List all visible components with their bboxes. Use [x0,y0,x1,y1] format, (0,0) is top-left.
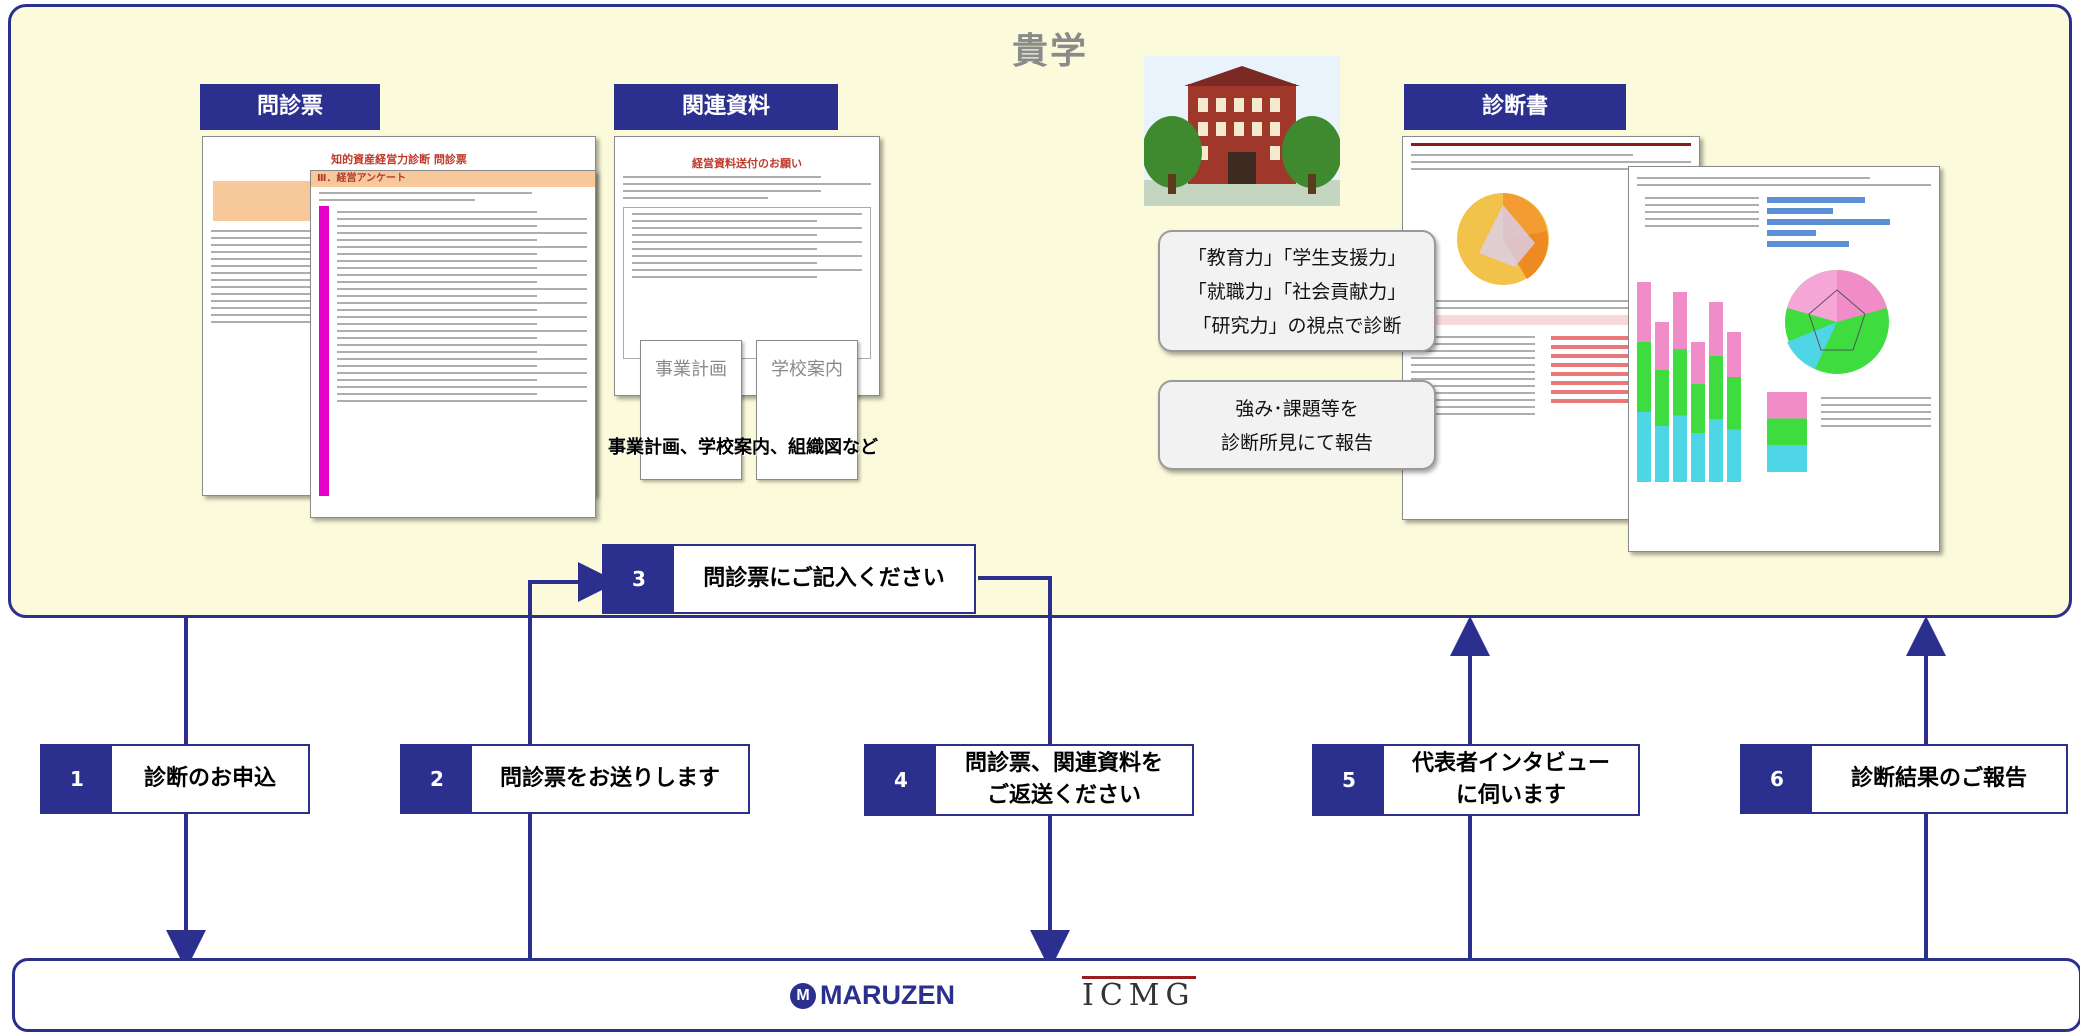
step-1-label: 診断のお申込 [143,766,276,791]
university-title: 貴学 [1011,31,1088,72]
questionnaire-header: 問診票 [200,84,380,130]
step-2-label: 問診票をお送りします [499,766,720,791]
viewpoints-line-3: 「研究力」の視点で診断 [1192,315,1402,337]
step-5-number: 5 [1314,746,1384,814]
diagnosis-radar-icon [1785,270,1889,374]
university-building-icon [1144,56,1340,206]
step-4-return-docs: 4 問診票、関連資料を ご返送ください [864,744,1194,816]
step-6-label: 診断結果のご報告 [1850,766,2027,791]
report-line-1: 強み･課題等を [1235,398,1359,420]
step-5-interview: 5 代表者インタビュー に伺います [1312,744,1640,816]
step-1-apply: 1 診断のお申込 [40,744,310,814]
viewpoints-callout: 「教育力」「学生支援力」 「就職力」「社会貢献力」 「研究力」の視点で診断 [1158,230,1436,352]
questionnaire-doc-title: 知的資産経営力診断 問診票 [331,153,467,166]
viewpoints-line-1: 「教育力」「学生支援力」 [1187,247,1407,269]
step-4-label: 問診票、関連資料を ご返送ください [964,751,1163,808]
maruzen-logo-text: MARUZEN [820,980,955,1010]
diagnosis-doc-front [1628,166,1940,552]
step-2-number: 2 [402,746,472,812]
step-1-number: 1 [42,746,112,812]
company-region [12,958,2080,1032]
maruzen-mark-icon: M [790,982,816,1009]
viewpoints-line-2: 「就職力」「社会貢献力」 [1187,281,1407,303]
step-3-label: 問診票にご記入ください [703,566,945,591]
step-6-report-results: 6 診断結果のご報告 [1740,744,2068,814]
questionnaire-sub-title: Ⅲ．経営アンケート [311,171,595,187]
step-5-label: 代表者インタビュー に伺います [1411,751,1610,808]
diagnosis-pie-icon [1457,193,1549,285]
related-docs-caption: 事業計画、学校案内、組織図など [608,437,878,458]
icmg-logo: ICMG [1082,976,1196,1013]
step-2-send-questionnaire: 2 問診票をお送りします [400,744,750,814]
related-doc-title: 経営資料送付のお願い [692,157,802,170]
step-4-number: 4 [866,746,936,814]
report-callout: 強み･課題等を 診断所見にて報告 [1158,380,1436,470]
school-guide-card: 学校案内 [756,340,858,480]
step-3-number: 3 [604,546,674,612]
related-docs-header: 関連資料 [614,84,838,130]
step-6-number: 6 [1742,746,1812,812]
questionnaire-doc-front: Ⅲ．経営アンケート [310,170,596,518]
diagnosis-header: 診断書 [1404,84,1626,130]
maruzen-logo: M MARUZEN [790,980,955,1011]
business-plan-card: 事業計画 [640,340,742,480]
arrow-step4 [978,576,1070,970]
report-line-2: 診断所見にて報告 [1220,432,1373,454]
step-3-fill-questionnaire: 3 問診票にご記入ください [602,544,976,614]
